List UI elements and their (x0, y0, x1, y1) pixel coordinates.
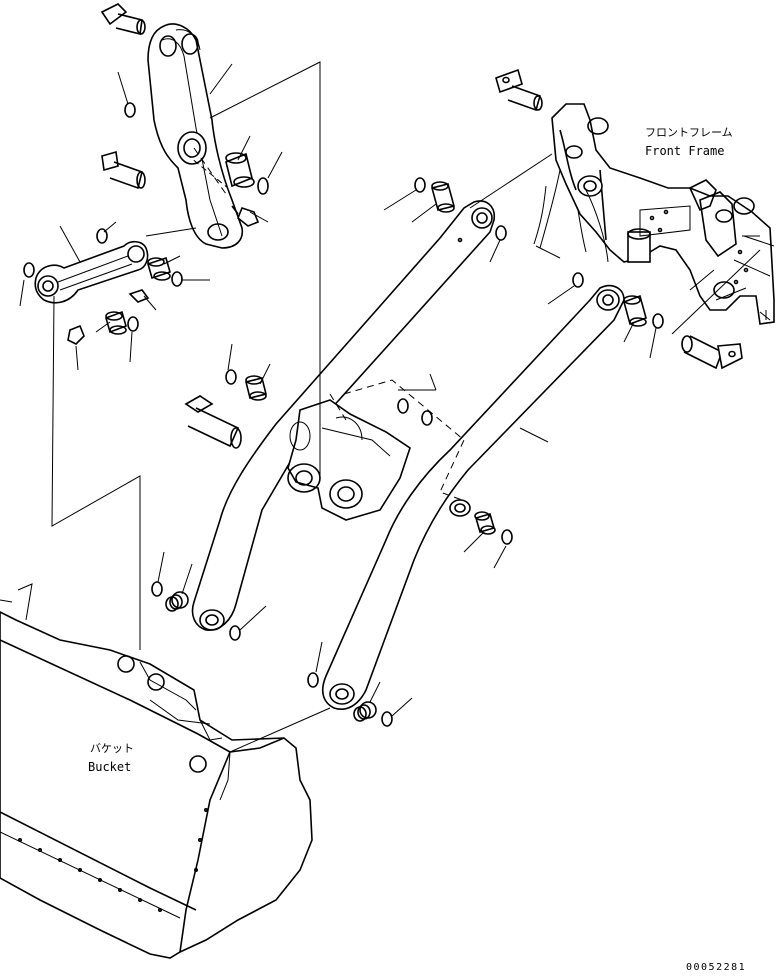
bucket-label-jp: バケット (90, 742, 134, 755)
assembly-lines (51, 61, 761, 753)
pin-bellcrank-top (100, 3, 146, 35)
front-frame-label-en: Front Frame (645, 144, 724, 158)
pin-top-right (495, 68, 543, 112)
bellcrank (147, 23, 244, 249)
document-number: 00052281 (686, 962, 746, 973)
o-rings (23, 102, 664, 727)
bushing-bellcrank (225, 152, 255, 188)
spring-pin-left (165, 591, 189, 612)
lift-arm-left (191, 200, 496, 631)
cross-tube (287, 399, 411, 521)
bushing-link-right (147, 256, 171, 281)
label-front-frame: フロントフレーム Front Frame (645, 126, 733, 158)
pin-bellcrank-mid (101, 150, 146, 190)
bucket-label-en: Bucket (88, 760, 131, 774)
callout-leaders (19, 63, 767, 717)
bushing-right-low (474, 511, 496, 535)
tilt-link (34, 240, 149, 304)
label-bucket: バケット Bucket (88, 742, 134, 774)
bushing-link-lower (105, 310, 127, 335)
grease-fitting-link (67, 289, 150, 345)
grease-fitting-bellcrank (231, 205, 260, 227)
bushing-right-top (623, 294, 647, 327)
bushing-left-top (431, 181, 455, 213)
bushing-left-mid (245, 375, 267, 401)
front-frame (533, 103, 775, 325)
pin-right (681, 335, 743, 370)
pin-arm-main (184, 395, 242, 449)
spring-pin-right (353, 701, 377, 722)
lift-arm-right (321, 284, 625, 710)
bushing-right-arm-mid (449, 499, 471, 517)
front-frame-label-jp: フロントフレーム (645, 126, 733, 139)
bucket (0, 583, 313, 959)
